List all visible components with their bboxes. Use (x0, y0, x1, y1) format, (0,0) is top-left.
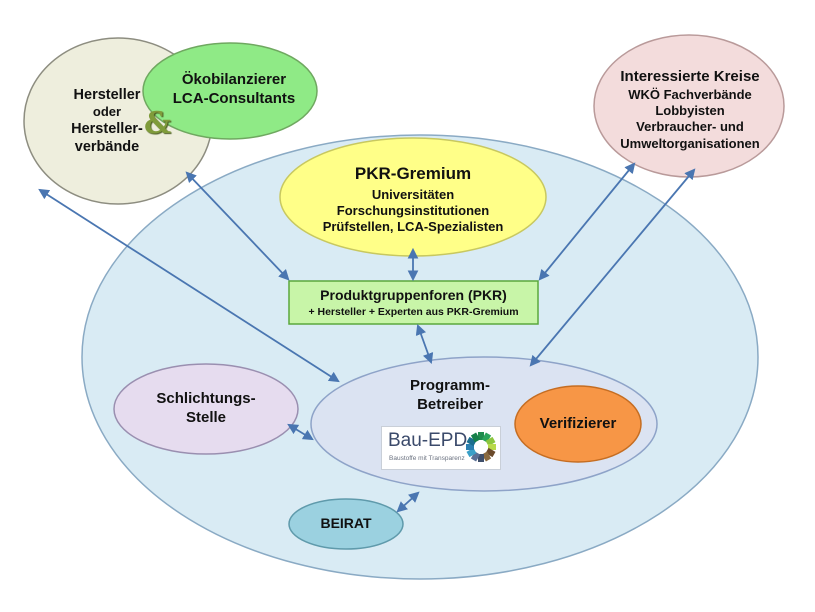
produktgruppenforen-subtitle: + Hersteller + Experten aus PKR-Gremium (308, 306, 519, 319)
bau-epd-logo-title: Bau-EPD (388, 430, 468, 451)
beirat-text: BEIRAT (320, 515, 372, 532)
schlichtungsstelle-label: Schlichtungs- Stelle (140, 386, 272, 432)
verifizierer-text: Verifizierer (539, 414, 617, 432)
pkr-gremium-line-2: Forschungsinstitutionen (336, 203, 490, 218)
interessierte-line-4: Verbraucher- und (636, 119, 744, 135)
pkr-gremium-line-1: Universitäten (371, 186, 455, 202)
pkr-gremium-label: PKR-Gremium Universitäten Forschungsinst… (313, 160, 513, 238)
hersteller-line-3: Hersteller- (71, 121, 143, 138)
interessierte-line-2: WKÖ Fachverbände (628, 86, 752, 102)
hersteller-label: Hersteller oder Hersteller- verbände (52, 78, 162, 164)
interessierte-title: Interessierte Kreise (620, 68, 760, 86)
interessierte-line-3: Lobbyisten (655, 103, 725, 119)
arrow-hersteller-programmbetreiber (38, 188, 340, 383)
bau-epd-logo: Bau-EPD Baustoffe mit Transparenz (381, 426, 501, 470)
arrow-interessierte-programmbetreiber (529, 168, 696, 367)
ampersand-symbol: & (144, 106, 172, 141)
verifizierer-ellipse (514, 385, 642, 463)
bau-epd-logo-subtitle: Baustoffe mit Transparenz (389, 455, 465, 462)
produktgruppenforen-title: Produktgruppenforen (PKR) (320, 286, 507, 303)
oekobilanzierer-ellipse (142, 42, 318, 140)
programmbetreiber-line-1: Programm- (409, 377, 491, 395)
produktgruppenforen-label: Produktgruppenforen (PKR) + Hersteller +… (290, 283, 537, 323)
oekobilanzierer-label: Ökobilanzierer LCA-Consultants (160, 64, 308, 116)
beirat-ellipse (288, 498, 404, 550)
pkr-gremium-title: PKR-Gremium (354, 163, 472, 183)
arrow-hersteller-foren (185, 171, 290, 281)
arrow-foren-programmbetreiber (415, 323, 434, 365)
pkr-gremium-line-3: Prüfstellen, LCA-Spezialisten (322, 219, 504, 235)
arrow-beirat-programmbetreiber (396, 491, 420, 513)
programmbetreiber-label: Programm- Betreiber (395, 374, 505, 418)
schlichtungsstelle-line-1: Schlichtungs- (156, 390, 256, 408)
verifizierer-label: Verifizierer (520, 412, 636, 436)
hersteller-line-4: verbände (74, 139, 140, 156)
interessierte-label: Interessierte Kreise WKÖ Fachverbände Lo… (605, 66, 775, 154)
interessierte-line-5: Umweltorganisationen (620, 135, 760, 151)
oekobilanzierer-line-1: Ökobilanzierer (181, 71, 287, 89)
arrow-schlichtung-programmbetreiber (287, 423, 314, 441)
bau-epd-logo-mark-icon (466, 432, 496, 462)
oekobilanzierer-line-2: LCA-Consultants (172, 90, 296, 107)
hersteller-line-1: Hersteller (73, 86, 141, 103)
hersteller-line-2: oder (92, 103, 122, 119)
programmbetreiber-line-2: Betreiber (417, 396, 483, 413)
beirat-label: BEIRAT (296, 513, 396, 535)
schlichtungsstelle-line-2: Stelle (185, 409, 227, 426)
